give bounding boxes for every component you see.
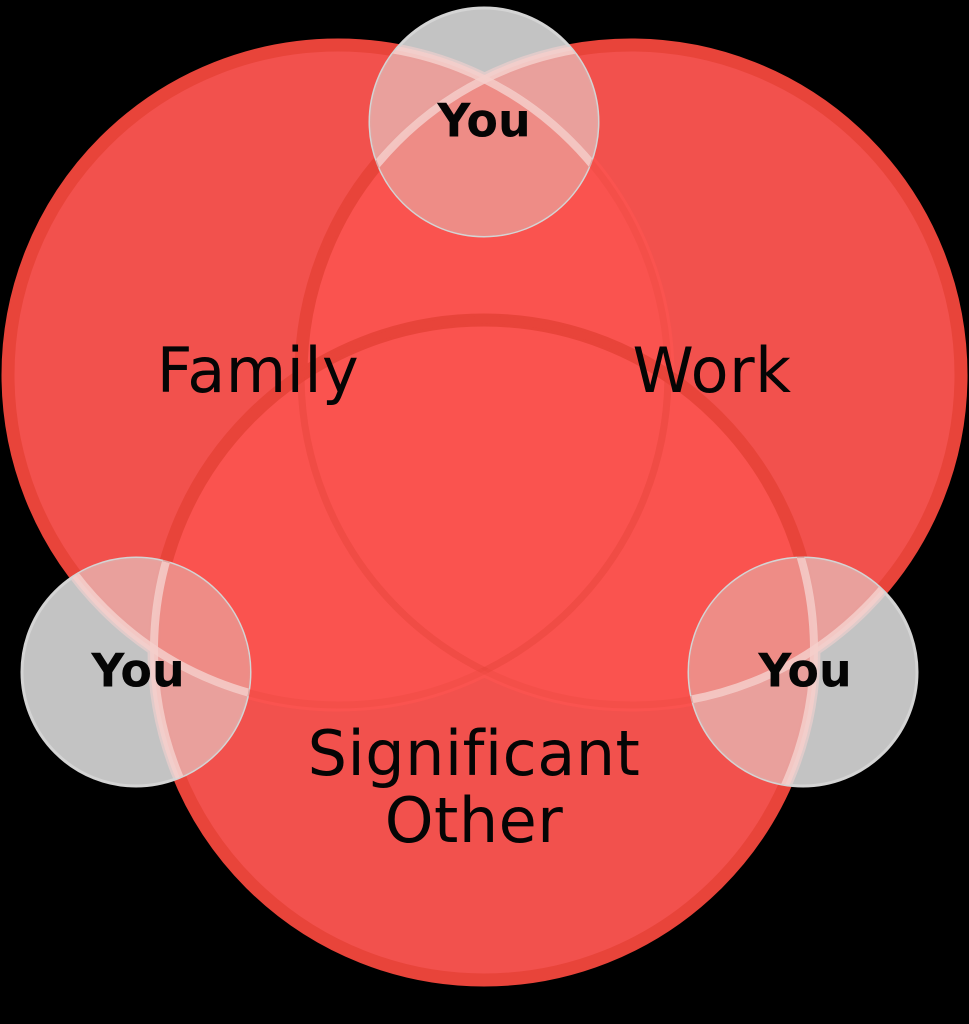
labels-group: Family Work Significant Other You You Yo… xyxy=(90,94,851,858)
set-label-significant-other-line2: Other xyxy=(385,784,564,857)
intersection-label-you-top: You xyxy=(436,94,530,148)
intersection-label-you-bottom-left: You xyxy=(90,644,184,698)
set-label-significant-other-line1: Significant xyxy=(308,717,641,790)
intersection-label-you-bottom-right: You xyxy=(757,644,851,698)
set-label-family: Family xyxy=(157,334,360,407)
overlay-edge-arcs xyxy=(22,41,917,786)
set-label-work: Work xyxy=(633,334,792,407)
